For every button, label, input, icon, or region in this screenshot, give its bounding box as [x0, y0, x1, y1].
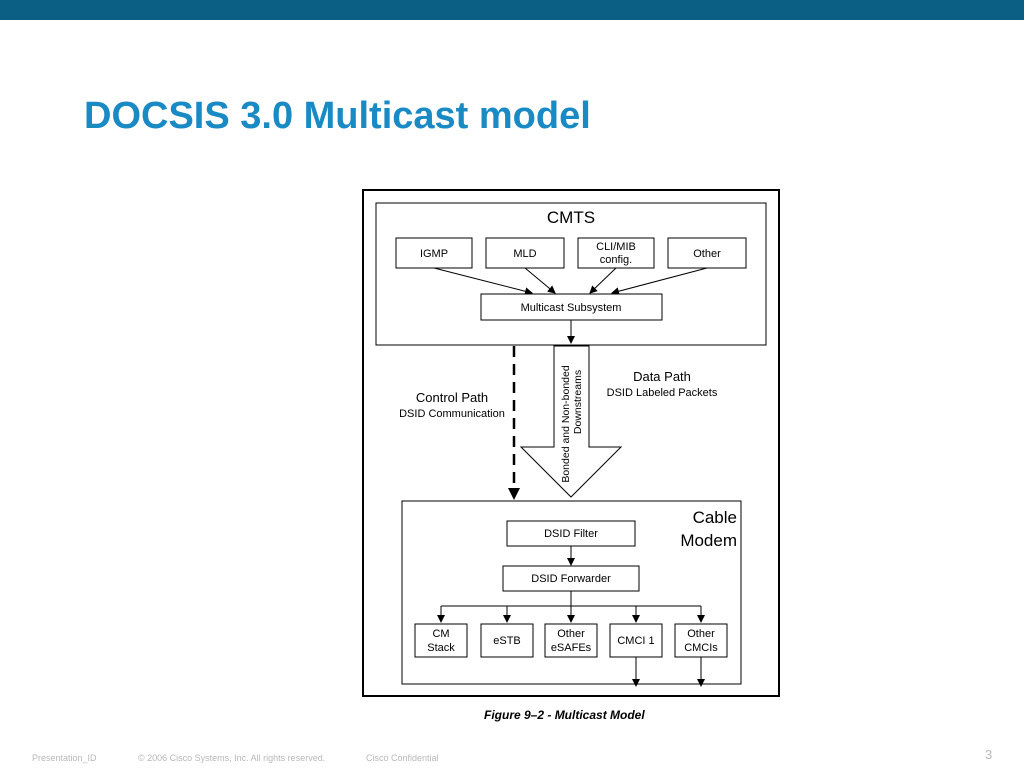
- multicast-subsystem-box: Multicast Subsystem: [480, 293, 663, 321]
- control-path-arrowhead: [508, 488, 520, 500]
- dsid-filter-box: DSID Filter: [506, 520, 636, 547]
- downstream-arrow: [519, 345, 623, 498]
- dsid-filter-label: DSID Filter: [544, 528, 598, 540]
- output-box-other-cmcis: Other CMCIs: [674, 623, 728, 658]
- figure-caption: Figure 9–2 - Multicast Model: [484, 708, 645, 722]
- output-label: Stack: [427, 642, 455, 654]
- output-box-cm-stack: CM Stack: [414, 623, 468, 658]
- top-bar: [0, 0, 1024, 20]
- input-label: IGMP: [420, 248, 448, 260]
- control-path-subtitle: DSID Communication: [399, 408, 505, 420]
- input-box-cli-mib: CLI/MIB config.: [577, 237, 655, 269]
- input-box-other: Other: [667, 237, 747, 269]
- output-box-cmci-1: CMCI 1: [609, 623, 663, 658]
- footer-copyright: © 2006 Cisco Systems, Inc. All rights re…: [138, 753, 326, 763]
- input-label: Other: [693, 248, 721, 260]
- output-label: Other: [687, 628, 715, 640]
- downstream-label: Bonded and Non-bonded: [560, 365, 572, 483]
- cable-modem-label: Modem: [680, 531, 737, 550]
- output-label: Other: [557, 628, 585, 640]
- input-label: MLD: [513, 248, 536, 260]
- subsystem-label: Multicast Subsystem: [521, 302, 622, 314]
- input-box-mld: MLD: [485, 237, 565, 269]
- output-label: CMCI 1: [617, 635, 654, 647]
- page-number: 3: [985, 747, 993, 762]
- slide-title: DOCSIS 3.0 Multicast model: [84, 95, 591, 137]
- control-path-title: Control Path: [416, 390, 488, 405]
- footer-confidential: Cisco Confidential: [366, 753, 439, 763]
- data-path-subtitle: DSID Labeled Packets: [607, 387, 718, 399]
- output-label: CM: [432, 628, 449, 640]
- input-box-igmp: IGMP: [395, 237, 473, 269]
- distribution-arrows: [437, 591, 705, 687]
- dsid-forwarder-label: DSID Forwarder: [531, 573, 611, 585]
- cable-modem-label: Cable: [693, 508, 737, 527]
- input-arrows: [433, 267, 708, 296]
- data-path-title: Data Path: [633, 369, 691, 384]
- input-label: CLI/MIB: [596, 241, 636, 253]
- output-label: eSAFEs: [551, 642, 592, 654]
- output-label: eSTB: [493, 635, 521, 647]
- output-box-other-esafes: Other eSAFEs: [544, 623, 598, 658]
- input-label: config.: [600, 254, 632, 266]
- dsid-forwarder-box: DSID Forwarder: [502, 565, 640, 592]
- cmts-label: CMTS: [547, 208, 595, 227]
- footer-presentation-id: Presentation_ID: [32, 753, 97, 763]
- downstream-label: Downstreams: [572, 370, 584, 434]
- output-box-estb: eSTB: [480, 623, 534, 658]
- output-label: CMCIs: [684, 642, 718, 654]
